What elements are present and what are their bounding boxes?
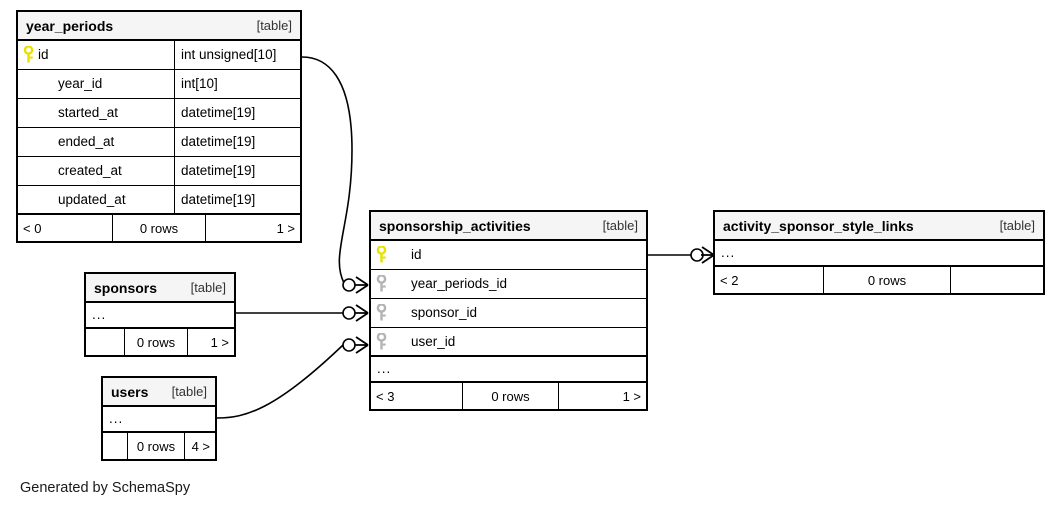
foreign-key-icon [371, 275, 391, 293]
table-footer: < 0 0 rows 1 > [18, 215, 300, 241]
column-name-cell: id [18, 41, 174, 69]
table-row[interactable]: sponsor_id [371, 299, 646, 328]
more-columns-indicator: ... [715, 241, 1043, 267]
more-columns-indicator: ... [371, 357, 646, 383]
column-type-cell: int[10] [174, 70, 300, 98]
table-title: year_periods [26, 17, 114, 34]
table-sponsors[interactable]: sponsors [table] ... 0 rows 1 > [84, 272, 236, 357]
column-type-cell: datetime[19] [174, 157, 300, 185]
more-columns-indicator: ... [86, 303, 234, 329]
footer-row-count: 0 rows [823, 267, 951, 293]
edge-crowfoot [355, 304, 369, 322]
table-row[interactable]: ended_at datetime[19] [18, 128, 300, 157]
primary-key-icon [371, 246, 391, 264]
table-title: users [111, 383, 149, 400]
table-row[interactable]: user_id [371, 328, 646, 357]
column-name-cell: updated_at [18, 186, 174, 213]
table-footer: 0 rows 4 > [103, 433, 215, 459]
edge-endpoint-circle [690, 248, 704, 262]
table-title: activity_sponsor_style_links [723, 217, 914, 234]
table-type-tag: [table] [602, 218, 638, 233]
edge-endpoint-circle [342, 278, 356, 292]
column-label: updated_at [58, 191, 126, 207]
table-row[interactable]: id int unsigned[10] [18, 41, 300, 70]
table-row[interactable]: created_at datetime[19] [18, 157, 300, 186]
table-header: year_periods [table] [18, 12, 300, 41]
table-activity-sponsor-style-links[interactable]: activity_sponsor_style_links [table] ...… [713, 210, 1045, 295]
table-title: sponsors [94, 279, 158, 296]
table-row[interactable]: year_periods_id [371, 270, 646, 299]
footer-next-button[interactable]: 1 > [622, 388, 641, 404]
table-type-tag: [table] [999, 218, 1035, 233]
table-footer: < 2 0 rows [715, 267, 1043, 293]
table-users[interactable]: users [table] ... 0 rows 4 > [101, 376, 217, 461]
foreign-key-icon [371, 304, 391, 322]
footer-row-count: 0 rows [112, 215, 206, 241]
column-label: ended_at [58, 134, 115, 150]
footer-row-count: 0 rows [462, 383, 559, 409]
table-title: sponsorship_activities [379, 217, 531, 234]
footer-prev-button[interactable]: < 2 [720, 272, 739, 288]
table-row[interactable]: started_at datetime[19] [18, 99, 300, 128]
edge-crowfoot [355, 276, 369, 294]
column-type-cell: datetime[19] [174, 186, 300, 213]
table-header: sponsors [table] [86, 274, 234, 303]
foreign-key-icon [371, 332, 391, 351]
column-label: year_periods_id [411, 276, 508, 292]
table-type-tag: [table] [190, 280, 226, 295]
column-label: year_id [58, 76, 103, 92]
footer-next-button[interactable] [951, 267, 1043, 293]
table-row[interactable]: year_id int[10] [18, 70, 300, 99]
table-type-tag: [table] [171, 384, 207, 399]
primary-key-icon [18, 46, 38, 64]
footer-prev-button[interactable]: < 0 [23, 220, 42, 236]
table-type-tag: [table] [256, 18, 292, 33]
generated-by-caption: Generated by SchemaSpy [20, 480, 191, 496]
column-name-cell: id [371, 241, 646, 269]
footer-next-button[interactable]: 4 > [191, 438, 210, 454]
column-name-cell: started_at [18, 99, 174, 127]
footer-next-button[interactable]: 1 > [276, 220, 295, 236]
more-columns-indicator: ... [103, 407, 215, 433]
edge-endpoint-circle [342, 338, 356, 352]
table-year-periods[interactable]: year_periods [table] id int unsigned[10]… [16, 10, 302, 243]
footer-row-count: 0 rows [127, 433, 185, 459]
table-footer: 0 rows 1 > [86, 329, 234, 355]
column-type-cell: datetime[19] [174, 128, 300, 156]
table-header: users [table] [103, 378, 215, 407]
footer-next-button[interactable]: 1 > [210, 334, 229, 350]
table-header: activity_sponsor_style_links [table] [715, 212, 1043, 241]
column-type-cell: int unsigned[10] [174, 41, 300, 69]
column-name-cell: sponsor_id [371, 299, 646, 327]
table-header: sponsorship_activities [table] [371, 212, 646, 241]
table-row[interactable]: id [371, 241, 646, 270]
column-name-cell: created_at [18, 157, 174, 185]
table-sponsorship-activities[interactable]: sponsorship_activities [table] id [369, 210, 648, 411]
table-row[interactable]: updated_at datetime[19] [18, 186, 300, 215]
footer-row-count: 0 rows [124, 329, 188, 355]
footer-prev-button[interactable]: < 3 [376, 388, 395, 404]
column-label: started_at [58, 105, 119, 121]
edge-crowfoot [355, 336, 369, 354]
column-name-cell: year_id [18, 70, 174, 98]
column-label: created_at [58, 163, 122, 179]
column-label: user_id [411, 333, 456, 349]
column-label: sponsor_id [411, 305, 478, 321]
column-name-cell: year_periods_id [371, 270, 646, 298]
edge-endpoint-circle [342, 306, 356, 320]
column-type-cell: datetime[19] [174, 99, 300, 127]
footer-prev-button[interactable] [103, 433, 127, 459]
column-name-cell: user_id [371, 328, 646, 355]
column-name-cell: ended_at [18, 128, 174, 156]
footer-prev-button[interactable] [86, 329, 124, 355]
column-label: id [38, 47, 49, 63]
column-label: id [411, 247, 422, 263]
table-footer: < 3 0 rows 1 > [371, 383, 646, 409]
edge-year-periods-to-activities [301, 56, 353, 284]
